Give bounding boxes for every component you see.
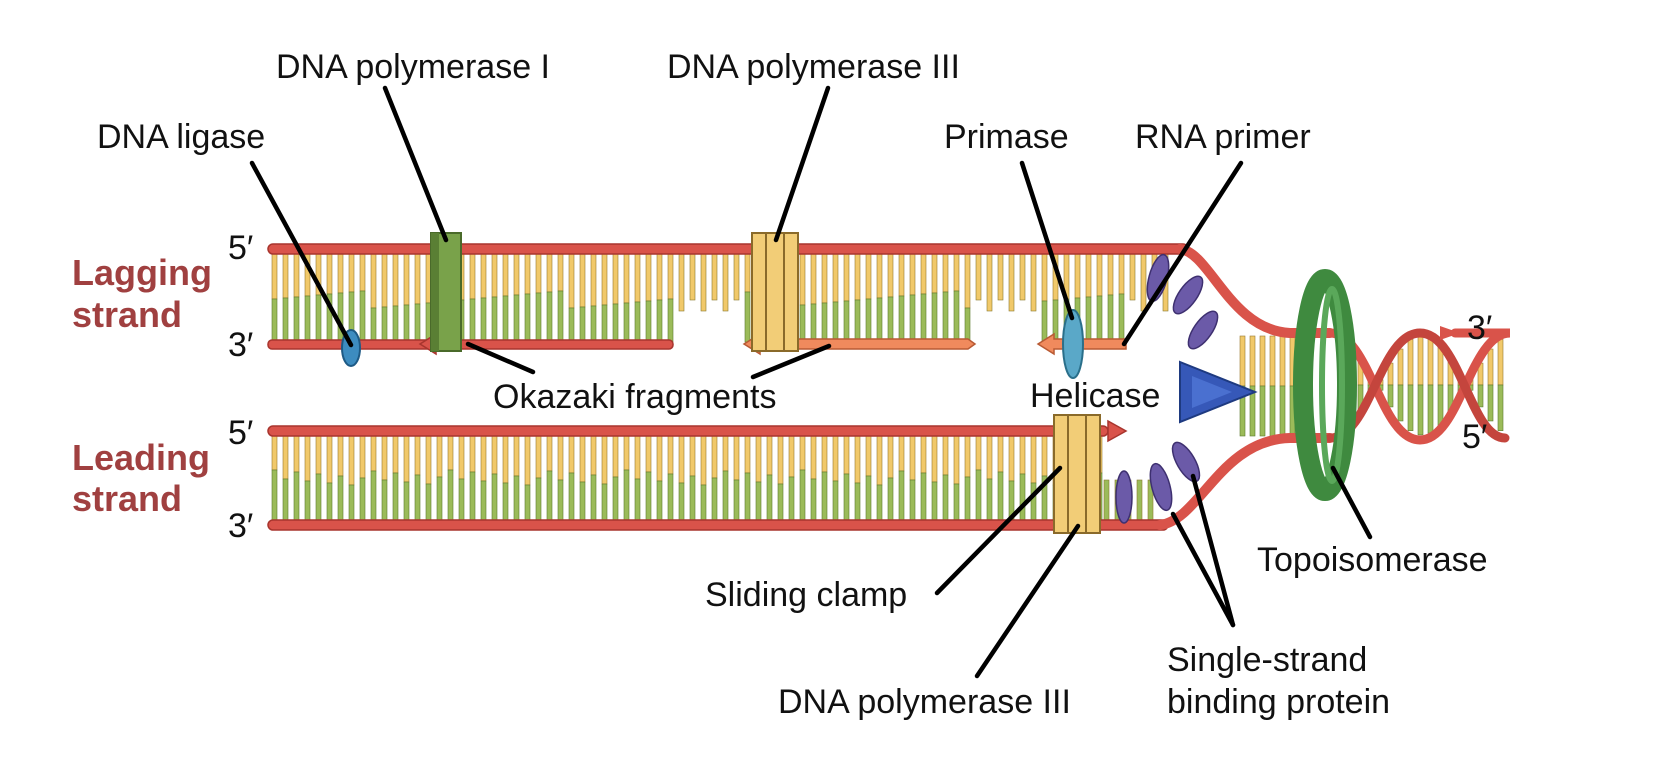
- leading-3-prime: 3′: [228, 507, 253, 545]
- label-okazaki-fragments: Okazaki fragments: [493, 378, 776, 416]
- single-strand-binding-proteins: [1115, 253, 1219, 524]
- lagging-3-prime: 3′: [228, 326, 253, 364]
- label-ssb-line2: binding protein: [1167, 683, 1390, 721]
- leading-strand-label-line1: Leading: [72, 437, 210, 478]
- primase: [1062, 309, 1084, 379]
- end-labels: 5′ 3′ 5′ 3′ 3′ 5′: [228, 229, 1492, 545]
- label-topoisomerase: Topoisomerase: [1257, 541, 1488, 579]
- dna-polymerase-iii-leading: [1053, 414, 1101, 534]
- label-primase: Primase: [944, 118, 1069, 156]
- label-dna-polymerase-i: DNA polymerase I: [276, 48, 550, 86]
- label-ssb-line1: Single-strand: [1167, 641, 1367, 679]
- dna-polymerase-i: [430, 232, 462, 352]
- label-sliding-clamp: Sliding clamp: [705, 576, 907, 614]
- helix-arrowhead: [1440, 326, 1460, 340]
- strand-labels: Lagging strand Leading strand: [72, 252, 212, 519]
- label-dna-ligase: DNA ligase: [97, 118, 265, 156]
- lagging-strand-label-line2: strand: [72, 294, 182, 335]
- label-helicase: Helicase: [1030, 377, 1160, 415]
- helix-strand-b: [1325, 328, 1510, 443]
- dna-polymerase-iii-lagging: [751, 232, 799, 352]
- helix-5-prime: 5′: [1462, 418, 1487, 456]
- fork-bases: [1239, 335, 1296, 437]
- lagging-strand-label-line1: Lagging: [72, 252, 212, 293]
- helix-3-prime: 3′: [1467, 309, 1492, 347]
- helicase-highlight: [1192, 376, 1232, 408]
- label-rna-primer: RNA primer: [1135, 118, 1311, 156]
- leading-5-prime: 5′: [228, 414, 253, 452]
- topoisomerase: [1293, 269, 1357, 501]
- leading-strand: [267, 419, 1169, 531]
- lagging-strand-bases: [271, 251, 1169, 343]
- replication-fork: [1155, 244, 1335, 530]
- leader-lines: [249, 85, 1373, 679]
- leading-bottom-backbone: [267, 519, 1169, 531]
- lagging-5-prime: 5′: [228, 229, 253, 267]
- leading-strand-bases: [271, 433, 1154, 523]
- fork-upper-arm: [1175, 244, 1335, 338]
- leading-strand-arrowhead: [1107, 419, 1128, 443]
- label-dna-polymerase-iii-top: DNA polymerase III: [667, 48, 960, 86]
- lagging-strand: [267, 243, 1189, 356]
- helix-strand-a: [1325, 328, 1511, 445]
- label-dna-polymerase-iii-bottom: DNA polymerase III: [778, 683, 1071, 721]
- leading-strand-label-line2: strand: [72, 478, 182, 519]
- leading-top-backbone: [267, 425, 1109, 437]
- component-labels: DNA ligase DNA polymerase I DNA polymera…: [97, 48, 1488, 721]
